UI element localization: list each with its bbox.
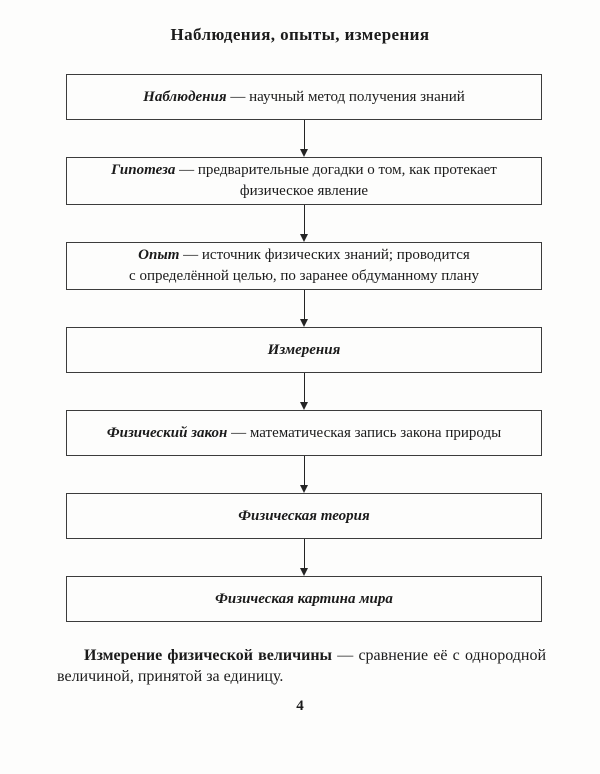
flow-box-measurements: Измерения [66, 327, 542, 373]
term-label: Физическая картина мира [215, 590, 393, 607]
flow-box-experiment: Опыт — источник физических знаний; прово… [66, 242, 542, 290]
definition-text: — предварительные догадки о том, как про… [179, 162, 497, 199]
term-label: Физический закон [106, 424, 228, 441]
arrow-line [304, 120, 305, 150]
arrow-line [304, 456, 305, 486]
arrow-line [304, 205, 305, 235]
flow-box-text: Измерения [268, 340, 341, 361]
arrow-down-icon [66, 373, 542, 410]
flow-box-text: Физическая теория [238, 506, 369, 527]
arrow-down-icon [66, 120, 542, 157]
term-label: Физическая теория [238, 507, 370, 524]
flow-box-text: Наблюдения — научный метод получения зна… [143, 87, 465, 108]
definition-text: — научный метод получения знаний [230, 88, 465, 105]
flow-box-physical-law: Физический закон — математическая запись… [66, 410, 542, 456]
flowchart: Наблюдения — научный метод получения зна… [0, 74, 600, 622]
arrow-down-icon [66, 290, 542, 327]
footnote-text: — сравнение её с однород­ной величиной, … [57, 647, 547, 685]
page-title: Наблюдения, опыты, измерения [170, 25, 430, 44]
flow-box-hypothesis: Гипотеза — предварительные догадки о том… [66, 157, 542, 205]
flow-box-text: Опыт — источник физических знаний; прово… [129, 245, 479, 287]
flow-box-text: Физическая картина мира [215, 589, 393, 610]
flow-box-text: Физический закон — математическая запись… [107, 423, 501, 444]
flow-box-text: Гипотеза — предварительные догадки о том… [111, 160, 497, 202]
arrow-line [304, 539, 305, 569]
arrow-down-icon [66, 205, 542, 242]
term-label: Гипотеза [111, 162, 176, 178]
definition-text: — математическая запись закона природы [231, 424, 502, 441]
term-label: Опыт [138, 247, 180, 263]
measurement-definition-note: Измерение физической величины — сравнени… [57, 645, 546, 687]
term-label: Измерения [267, 341, 341, 358]
footnote-term: Измерение физической величины [84, 647, 333, 664]
arrow-down-icon [66, 539, 542, 576]
term-label: Наблюдения [143, 88, 227, 105]
arrow-line [304, 373, 305, 403]
flow-box-physical-theory: Физическая теория [66, 493, 542, 539]
flow-box-observations: Наблюдения — научный метод получения зна… [66, 74, 542, 120]
page-number: 4 [296, 698, 304, 714]
arrow-down-icon [66, 456, 542, 493]
definition-text: — источник физических знаний; проводится… [129, 247, 479, 284]
flow-box-physical-world-picture: Физическая картина мира [66, 576, 542, 622]
arrow-line [304, 290, 305, 320]
